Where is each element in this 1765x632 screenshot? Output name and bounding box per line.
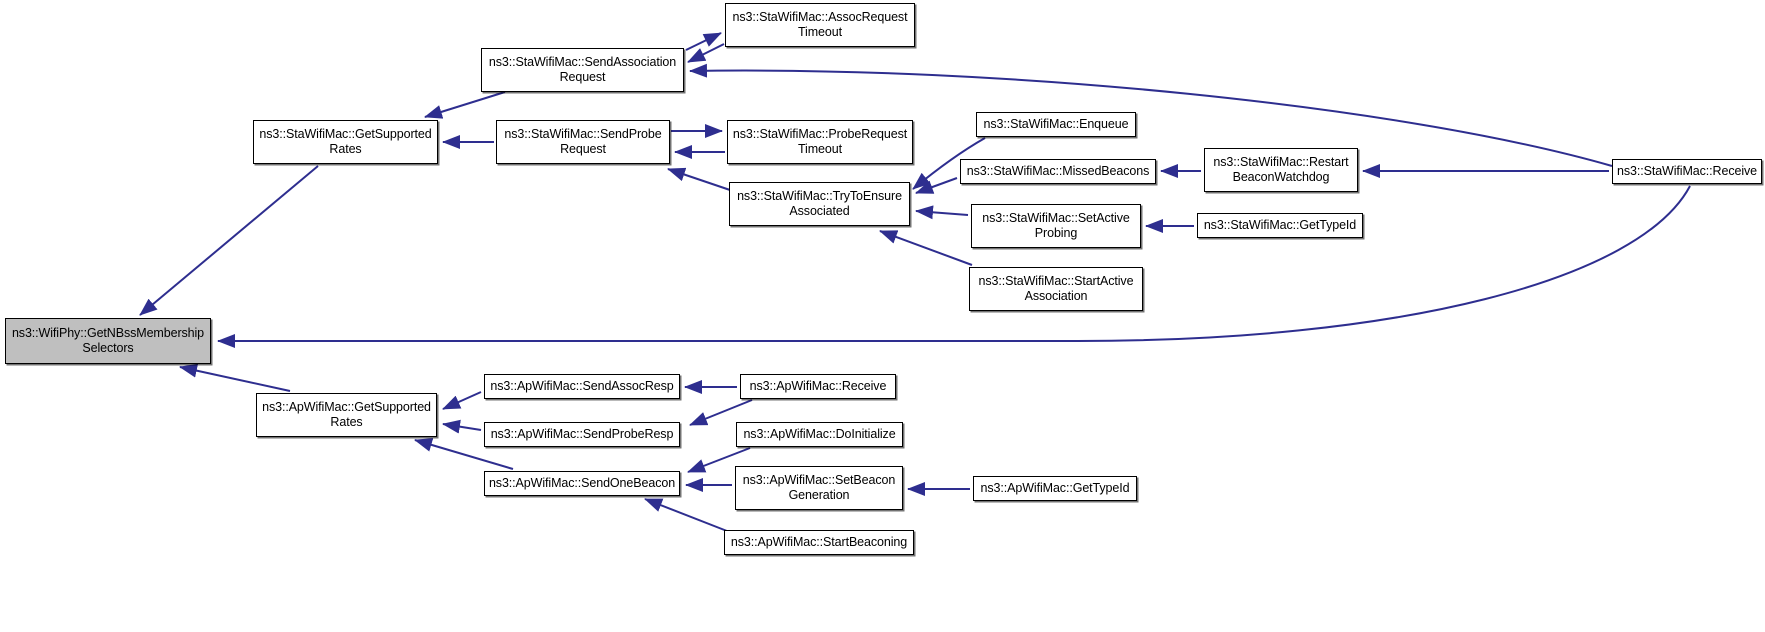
call-edge-ap_get_supported_rates-to-get_nbss_membership_selectors — [179, 363, 291, 392]
call-edge-set_active_probing-to-try_to_ensure_associated — [915, 205, 969, 220]
node-sta_enqueue[interactable]: ns3::StaWifiMac::Enqueue — [976, 112, 1136, 137]
node-start_active_association[interactable]: ns3::StaWifiMac::StartActive Association — [969, 267, 1143, 311]
node-label-get_nbss_membership_selectors: ns3::WifiPhy::GetNBssMembership Selector… — [11, 326, 205, 355]
node-label-sta_enqueue: ns3::StaWifiMac::Enqueue — [983, 117, 1129, 131]
call-edge-missed_beacons-to-try_to_ensure_associated — [915, 177, 958, 194]
node-label-sta_receive: ns3::StaWifiMac::Receive — [1617, 164, 1758, 178]
node-ap_start_beaconing[interactable]: ns3::ApWifiMac::StartBeaconing — [724, 530, 914, 555]
node-restart_beacon_watchdog[interactable]: ns3::StaWifiMac::Restart BeaconWatchdog — [1204, 148, 1358, 192]
call-edge-send_association_request-to-sta_get_supported_rates — [424, 91, 506, 119]
node-label-ap_receive: ns3::ApWifiMac::Receive — [749, 379, 887, 393]
node-label-set_active_probing: ns3::StaWifiMac::SetActive Probing — [982, 211, 1130, 240]
node-label-sta_get_supported_rates: ns3::StaWifiMac::GetSupported Rates — [259, 127, 432, 156]
node-ap_get_type_id[interactable]: ns3::ApWifiMac::GetTypeId — [973, 476, 1137, 501]
node-missed_beacons[interactable]: ns3::StaWifiMac::MissedBeacons — [960, 159, 1156, 184]
node-ap_send_probe_resp[interactable]: ns3::ApWifiMac::SendProbeResp — [484, 422, 680, 447]
node-label-restart_beacon_watchdog: ns3::StaWifiMac::Restart BeaconWatchdog — [1213, 155, 1349, 184]
node-label-probe_request_timeout: ns3::StaWifiMac::ProbeRequest Timeout — [732, 127, 908, 156]
node-set_beacon_generation[interactable]: ns3::ApWifiMac::SetBeacon Generation — [735, 466, 903, 510]
call-edge-sta_get_supported_rates-to-get_nbss_membership_selectors — [139, 165, 319, 316]
call-edge-ap_send_assoc_resp-to-ap_get_supported_rates — [442, 391, 482, 410]
node-sta_receive[interactable]: ns3::StaWifiMac::Receive — [1612, 159, 1762, 184]
node-label-missed_beacons: ns3::StaWifiMac::MissedBeacons — [966, 164, 1150, 178]
call-edge-sta_receive-to-get_nbss_membership_selectors — [217, 185, 1691, 348]
node-assoc_req_timeout[interactable]: ns3::StaWifiMac::AssocRequest Timeout — [725, 3, 915, 47]
node-label-send_probe_request: ns3::StaWifiMac::SendProbe Request — [504, 127, 662, 156]
node-sta_get_supported_rates[interactable]: ns3::StaWifiMac::GetSupported Rates — [253, 120, 438, 164]
node-try_to_ensure_associated[interactable]: ns3::StaWifiMac::TryToEnsure Associated — [729, 182, 910, 226]
node-sta_get_type_id[interactable]: ns3::StaWifiMac::GetTypeId — [1197, 213, 1363, 238]
node-set_active_probing[interactable]: ns3::StaWifiMac::SetActive Probing — [971, 204, 1141, 248]
node-label-send_association_request: ns3::StaWifiMac::SendAssociation Request — [488, 55, 677, 84]
node-label-ap_get_type_id: ns3::ApWifiMac::GetTypeId — [980, 481, 1130, 495]
node-label-ap_get_supported_rates: ns3::ApWifiMac::GetSupported Rates — [262, 400, 431, 429]
node-send_association_request[interactable]: ns3::StaWifiMac::SendAssociation Request — [481, 48, 684, 92]
node-ap_do_initialize[interactable]: ns3::ApWifiMac::DoInitialize — [736, 422, 903, 447]
node-label-start_active_association: ns3::StaWifiMac::StartActive Association — [978, 274, 1134, 303]
node-send_probe_request[interactable]: ns3::StaWifiMac::SendProbe Request — [496, 120, 670, 164]
node-label-ap_send_assoc_resp: ns3::ApWifiMac::SendAssocResp — [490, 379, 674, 393]
call-edge-try_to_ensure_associated-to-send_probe_request — [667, 167, 731, 191]
node-probe_request_timeout[interactable]: ns3::StaWifiMac::ProbeRequest Timeout — [727, 120, 913, 164]
node-ap_receive[interactable]: ns3::ApWifiMac::Receive — [740, 374, 896, 399]
call-edge-assoc_req_timeout-to-send_association_request — [687, 43, 725, 63]
call-edge-start_active_association-to-try_to_ensure_associated — [879, 230, 973, 266]
node-label-set_beacon_generation: ns3::ApWifiMac::SetBeacon Generation — [742, 473, 896, 502]
node-label-ap_start_beaconing: ns3::ApWifiMac::StartBeaconing — [730, 535, 908, 549]
node-label-ap_send_probe_resp: ns3::ApWifiMac::SendProbeResp — [490, 427, 674, 441]
node-label-ap_send_one_beacon: ns3::ApWifiMac::SendOneBeacon — [488, 476, 676, 490]
node-ap_send_assoc_resp[interactable]: ns3::ApWifiMac::SendAssocResp — [484, 374, 680, 399]
node-ap_send_one_beacon[interactable]: ns3::ApWifiMac::SendOneBeacon — [484, 471, 680, 496]
node-label-ap_do_initialize: ns3::ApWifiMac::DoInitialize — [743, 427, 896, 441]
node-label-sta_get_type_id: ns3::StaWifiMac::GetTypeId — [1203, 218, 1357, 232]
call-edge-send_association_request-to-assoc_req_timeout — [685, 32, 722, 51]
node-label-assoc_req_timeout: ns3::StaWifiMac::AssocRequest Timeout — [732, 10, 908, 39]
call-edge-ap_start_beaconing-to-ap_send_one_beacon — [644, 498, 728, 532]
node-ap_get_supported_rates[interactable]: ns3::ApWifiMac::GetSupported Rates — [256, 393, 437, 437]
node-label-try_to_ensure_associated: ns3::StaWifiMac::TryToEnsure Associated — [737, 189, 902, 218]
call-edge-ap_send_probe_resp-to-ap_get_supported_rates — [442, 419, 482, 434]
node-get_nbss_membership_selectors[interactable]: ns3::WifiPhy::GetNBssMembership Selector… — [5, 318, 211, 364]
